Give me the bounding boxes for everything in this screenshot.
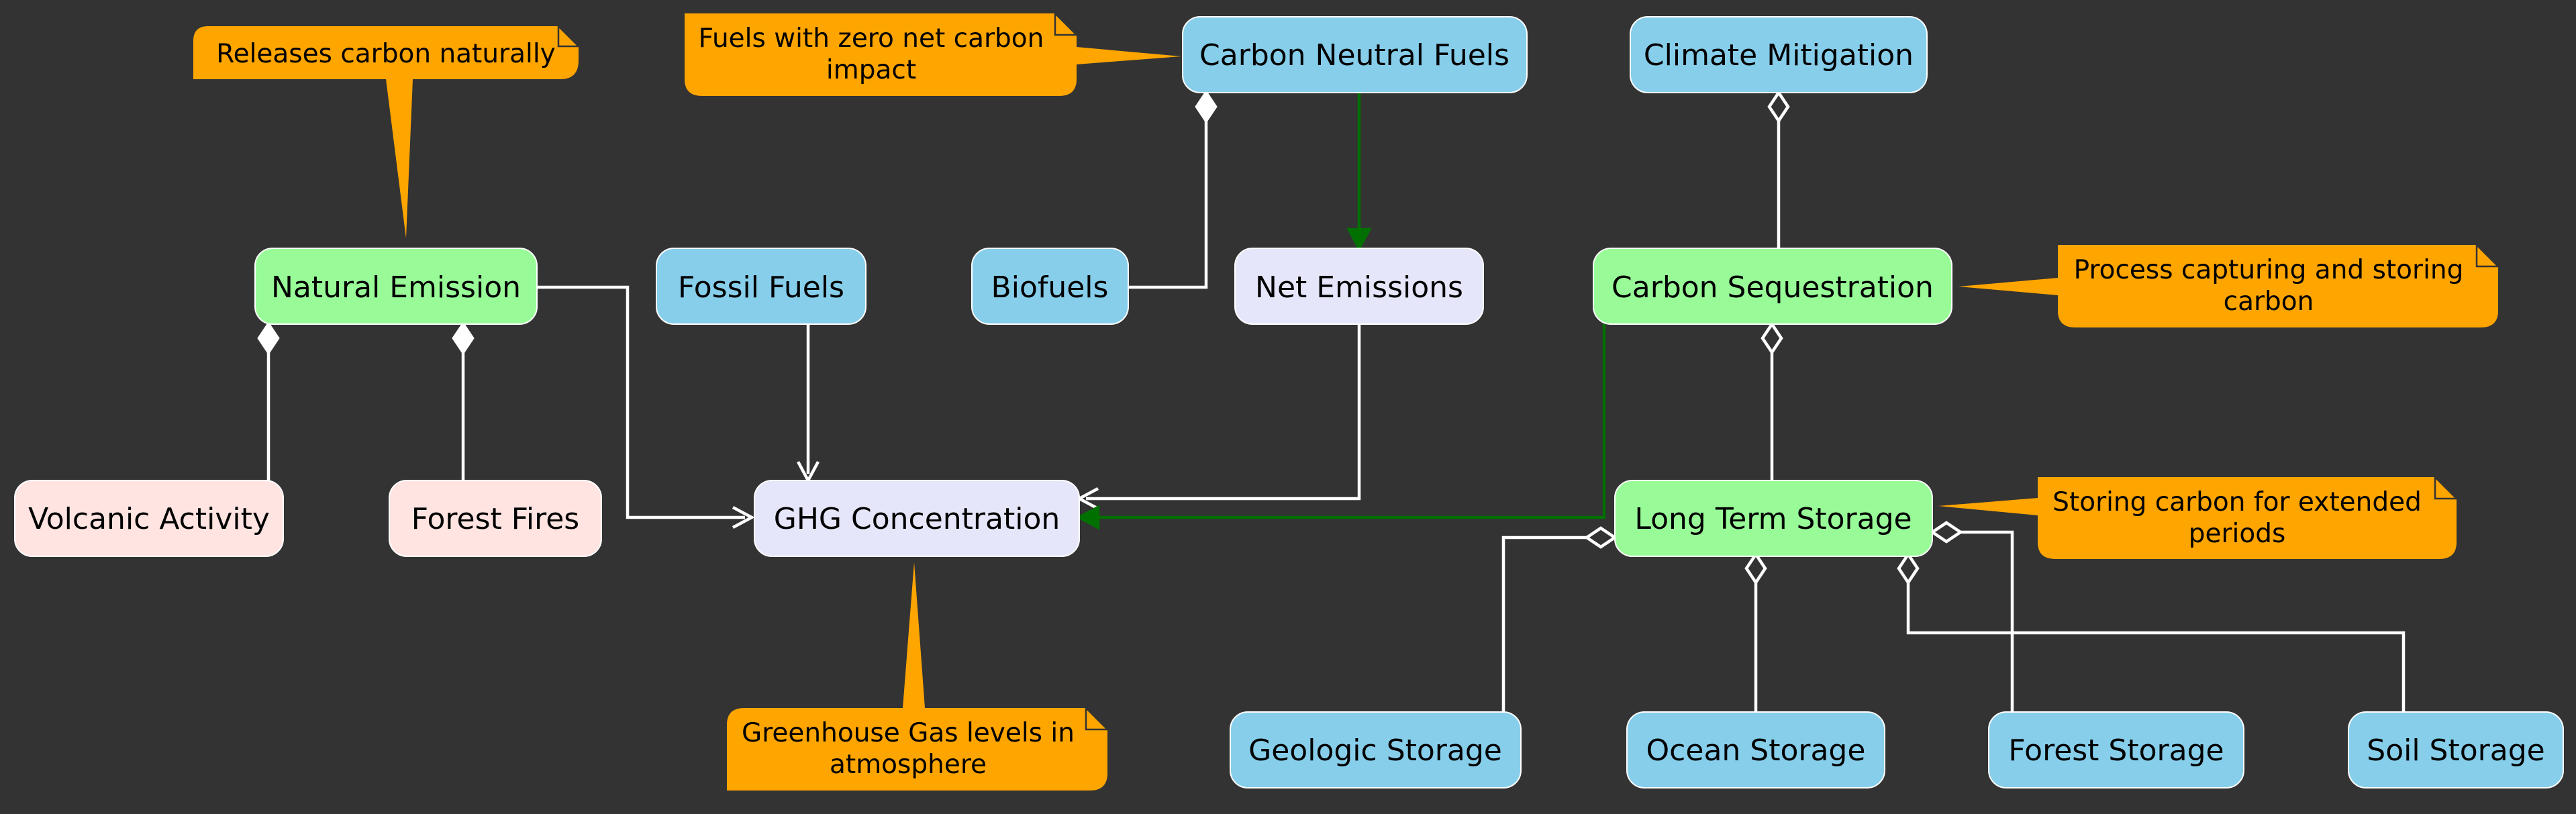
node-long-term-storage-label: Long Term Storage: [1634, 502, 1912, 536]
note-ghg-concentration-line-1: Greenhouse Gas levels in: [742, 718, 1075, 748]
node-ocean-storage-label: Ocean Storage: [1646, 733, 1866, 768]
node-carbon-neutral-fuels[interactable]: Carbon Neutral Fuels: [1182, 16, 1528, 93]
note-carbon-neutral-fuels-line-1: Fuels with zero net carbon: [699, 23, 1044, 54]
node-fossil-fuels-label: Fossil Fuels: [678, 270, 844, 305]
edge-long-term-storage-ocean-storage: [1744, 551, 1767, 712]
node-biofuels-label: Biofuels: [991, 270, 1109, 305]
note-carbon-sequestration-line-2: carbon: [2224, 287, 2314, 317]
node-geologic-storage[interactable]: Geologic Storage: [1230, 711, 1522, 788]
node-ghg-concentration-label: GHG Concentration: [774, 502, 1060, 536]
node-carbon-sequestration[interactable]: Carbon Sequestration: [1593, 248, 1952, 325]
edge-carbon-sequestration-long-term-storage: [1761, 321, 1783, 480]
node-climate-mitigation-label: Climate Mitigation: [1644, 38, 1914, 72]
node-soil-storage[interactable]: Soil Storage: [2348, 711, 2564, 788]
note-carbon-sequestration: Process capturing and storing carbon: [1959, 242, 2501, 327]
node-net-emissions-label: Net Emissions: [1255, 270, 1463, 305]
note-carbon-neutral-fuels: Fuels with zero net carbon impact: [685, 11, 1181, 96]
edge-long-term-storage-forest-storage: [1929, 521, 2014, 712]
note-ghg-concentration: Greenhouse Gas levels in atmosphere: [727, 562, 1110, 791]
node-volcanic-activity-label: Volcanic Activity: [28, 502, 270, 536]
node-net-emissions[interactable]: Net Emissions: [1234, 248, 1484, 325]
edge-natural-emission-forest-fires: [452, 321, 475, 480]
note-natural-emission: Releases carbon naturally: [193, 23, 581, 238]
node-soil-storage-label: Soil Storage: [2367, 733, 2544, 768]
edge-climate-mitigation-carbon-sequestration: [1767, 89, 1790, 248]
edge-carbon-neutral-fuels-biofuels: [1128, 89, 1218, 289]
node-carbon-sequestration-label: Carbon Sequestration: [1612, 270, 1934, 305]
node-ghg-concentration[interactable]: GHG Concentration: [754, 480, 1080, 557]
node-volcanic-activity[interactable]: Volcanic Activity: [14, 480, 284, 557]
node-natural-emission-label: Natural Emission: [271, 270, 521, 305]
note-ghg-concentration-line-2: atmosphere: [830, 750, 987, 780]
edge-natural-emission-volcanic-activity: [257, 321, 280, 480]
note-long-term-storage-line-2: periods: [2189, 519, 2286, 549]
note-carbon-neutral-fuels-line-2: impact: [826, 55, 916, 85]
node-long-term-storage[interactable]: Long Term Storage: [1614, 480, 1933, 557]
note-carbon-sequestration-line-1: Process capturing and storing: [2074, 255, 2464, 285]
edge-carbon-neutral-fuels-to-net-emissions: [1346, 93, 1372, 252]
node-forest-fires-label: Forest Fires: [411, 502, 579, 536]
edge-long-term-storage-geologic-storage: [1501, 526, 1618, 712]
node-geologic-storage-label: Geologic Storage: [1248, 733, 1502, 768]
node-fossil-fuels[interactable]: Fossil Fuels: [656, 248, 866, 325]
note-natural-emission-text: Releases carbon naturally: [216, 39, 556, 69]
edge-natural-emission-to-ghg: [537, 285, 755, 529]
node-natural-emission[interactable]: Natural Emission: [254, 248, 538, 325]
node-ocean-storage[interactable]: Ocean Storage: [1626, 711, 1885, 788]
note-long-term-storage: Storing carbon for extended periods: [1938, 474, 2459, 559]
edge-carbon-sequestration-to-ghg: [1076, 324, 1606, 530]
node-biofuels[interactable]: Biofuels: [971, 248, 1129, 325]
node-forest-storage[interactable]: Forest Storage: [1988, 711, 2244, 788]
node-forest-fires[interactable]: Forest Fires: [389, 480, 602, 557]
node-climate-mitigation[interactable]: Climate Mitigation: [1630, 16, 1928, 93]
node-carbon-neutral-fuels-label: Carbon Neutral Fuels: [1199, 38, 1509, 72]
note-long-term-storage-line-1: Storing carbon for extended: [2052, 487, 2422, 517]
node-forest-storage-label: Forest Storage: [2008, 733, 2224, 768]
edge-long-term-storage-soil-storage: [1897, 551, 2406, 712]
